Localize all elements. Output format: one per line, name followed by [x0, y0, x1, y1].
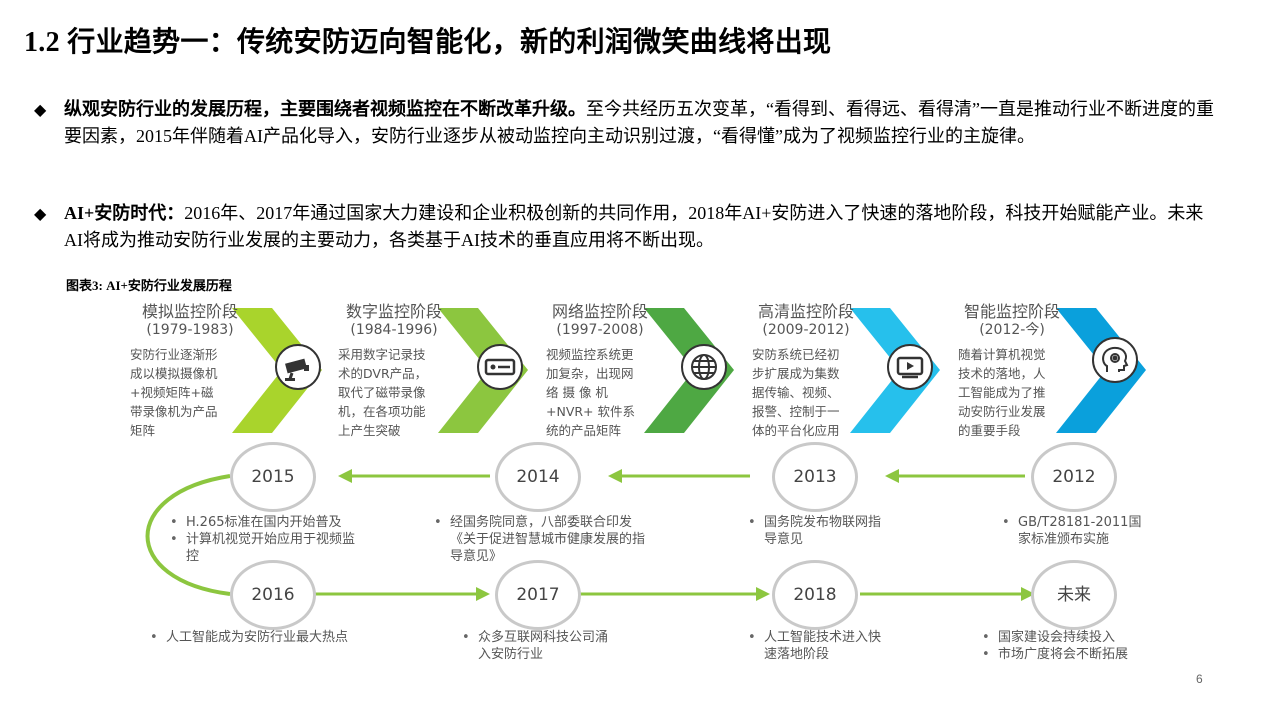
stage-1-years: (1979-1983)	[146, 322, 234, 338]
event-item: H.265标准在国内开始普及	[164, 514, 384, 531]
desc-line: 取代了磁带录像	[338, 385, 426, 400]
event-item: GB/T28181-2011国家标准颁布实施	[996, 514, 1146, 548]
desc-line: 络 摄 像 机	[546, 385, 608, 400]
desc-line: 体的平台化应用	[752, 423, 840, 438]
desc-line: +视频矩阵+磁	[130, 385, 214, 400]
stage-2-desc: 采用数字记录技 术的DVR产品， 取代了磁带录像 机，在各项功能 上产生突破	[338, 345, 456, 440]
events-2013: 国务院发布物联网指导意见	[742, 514, 892, 548]
stage-5-name: 智能监控阶段	[963, 302, 1060, 321]
stage-1-title: 模拟监控阶段 (1979-1983)	[120, 302, 270, 340]
desc-line: 机，在各项功能	[338, 404, 426, 419]
events-2014: 经国务院同意，八部委联合印发《关于促进智慧城市健康发展的指导意见》	[428, 514, 648, 565]
stage-5-years: (2012-今)	[979, 322, 1045, 338]
events-2012: GB/T28181-2011国家标准颁布实施	[996, 514, 1146, 548]
bullet-2-bold: AI+安防时代：	[64, 203, 185, 223]
desc-line: 的重要手段	[958, 423, 1021, 438]
event-item: 国家建设会持续投入	[976, 629, 1176, 646]
stage-2-years: (1984-1996)	[350, 322, 438, 338]
desc-line: 动安防行业发展	[958, 404, 1046, 419]
desc-line: 上产生突破	[338, 423, 401, 438]
stage-5-desc: 随着计算机视觉 技术的落地，人 工智能成为了推 动安防行业发展 的重要手段	[958, 345, 1076, 440]
page-number: 6	[1196, 672, 1203, 686]
year-circle-2016: 2016	[230, 560, 316, 630]
cctv-camera-icon	[274, 343, 322, 391]
desc-line: 随着计算机视觉	[958, 347, 1046, 362]
year-circle-2018: 2018	[772, 560, 858, 630]
video-screen-icon	[886, 343, 934, 391]
event-item: 众多互联网科技公司涌入安防行业	[456, 629, 616, 663]
stage-2-name: 数字监控阶段	[345, 302, 442, 321]
events-2015: H.265标准在国内开始普及 计算机视觉开始应用于视频监控	[164, 514, 384, 565]
year-circle-2014: 2014	[495, 442, 581, 512]
stage-3-years: (1997-2008)	[556, 322, 644, 338]
timeline-turn-arc	[145, 474, 231, 596]
event-item: 人工智能技术进入快速落地阶段	[742, 629, 892, 663]
ai-head-icon	[1091, 336, 1139, 384]
dvr-recorder-icon	[476, 343, 524, 391]
stage-3-title: 网络监控阶段 (1997-2008)	[520, 302, 680, 340]
stage-2-title: 数字监控阶段 (1984-1996)	[314, 302, 474, 340]
desc-line: 成以模拟摄像机	[130, 366, 218, 381]
diamond-bullet-icon: ◆	[34, 102, 47, 119]
desc-line: 安防系统已经初	[752, 347, 840, 362]
event-item: 计算机视觉开始应用于视频监控	[164, 531, 361, 565]
year-circle-future: 未来	[1031, 560, 1117, 630]
desc-line: 采用数字记录技	[338, 347, 426, 362]
events-2018: 人工智能技术进入快速落地阶段	[742, 629, 892, 663]
desc-line: 视频监控系统更	[546, 347, 634, 362]
desc-line: 术的DVR产品，	[338, 366, 428, 381]
event-item: 人工智能成为安防行业最大热点	[144, 629, 404, 646]
figure-caption: 图表3: AI+安防行业发展历程	[66, 278, 232, 293]
desc-line: 矩阵	[130, 423, 156, 438]
stage-1-desc: 安防行业逐渐形 成以模拟摄像机 +视频矩阵+磁 带录像机为产品 矩阵	[130, 345, 248, 440]
year-circle-2015: 2015	[230, 442, 316, 512]
stage-5-title: 智能监控阶段 (2012-今)	[932, 302, 1092, 340]
event-item: 市场广度将会不断拓展	[976, 646, 1176, 663]
desc-line: 报警、控制于一	[752, 404, 840, 419]
events-2017: 众多互联网科技公司涌入安防行业	[456, 629, 616, 663]
stage-4-name: 高清监控阶段	[757, 302, 854, 321]
desc-line: 技术的落地，人	[958, 366, 1046, 381]
desc-line: 安防行业逐渐形	[130, 347, 218, 362]
desc-line: 步扩展成为集数	[752, 366, 840, 381]
desc-line: 统的产品矩阵	[546, 423, 622, 438]
stage-1-name: 模拟监控阶段	[141, 302, 238, 321]
stage-3-name: 网络监控阶段	[551, 302, 648, 321]
event-item: 国务院发布物联网指导意见	[742, 514, 892, 548]
development-history-figure: 模拟监控阶段 (1979-1983) 数字监控阶段 (1984-1996) 网络…	[120, 298, 1180, 663]
stage-3-desc: 视频监控系统更 加复杂，出现网 络 摄 像 机 +NVR+ 软件系 统的产品矩阵	[546, 345, 664, 440]
bullet-1-bold: 纵观安防行业的发展历程，主要围绕者视频监控在不断改革升级。	[64, 99, 586, 119]
events-2016: 人工智能成为安防行业最大热点	[144, 629, 404, 646]
diamond-bullet-icon: ◆	[34, 206, 47, 223]
desc-line: +NVR+ 软件系	[546, 404, 636, 419]
year-circle-2012: 2012	[1031, 442, 1117, 512]
year-circle-2017: 2017	[495, 560, 581, 630]
desc-line: 带录像机为产品	[130, 404, 218, 419]
event-item: 经国务院同意，八部委联合印发《关于促进智慧城市健康发展的指导意见》	[428, 514, 648, 565]
stage-4-years: (2009-2012)	[762, 322, 850, 338]
timeline-arrows	[275, 469, 1035, 601]
bullet-2-text: 2016年、2017年通过国家大力建设和企业积极创新的共同作用，2018年AI+…	[64, 203, 1204, 250]
bullet-1-text: 至今共经历五次变革，“看得到、看得远、看得清”一直是推动行业不断进度的重要因素，…	[64, 99, 1214, 146]
desc-line: 加复杂，出现网	[546, 366, 634, 381]
page-title: 1.2 行业趋势一：传统安防迈向智能化，新的利润微笑曲线将出现	[24, 27, 832, 58]
globe-icon	[680, 343, 728, 391]
desc-line: 工智能成为了推	[958, 385, 1046, 400]
stage-4-desc: 安防系统已经初 步扩展成为集数 据传输、视频、 报警、控制于一 体的平台化应用	[752, 345, 870, 440]
desc-line: 据传输、视频、	[752, 385, 840, 400]
events-future: 国家建设会持续投入 市场广度将会不断拓展	[976, 629, 1176, 663]
stage-4-title: 高清监控阶段 (2009-2012)	[726, 302, 886, 340]
year-circle-2013: 2013	[772, 442, 858, 512]
